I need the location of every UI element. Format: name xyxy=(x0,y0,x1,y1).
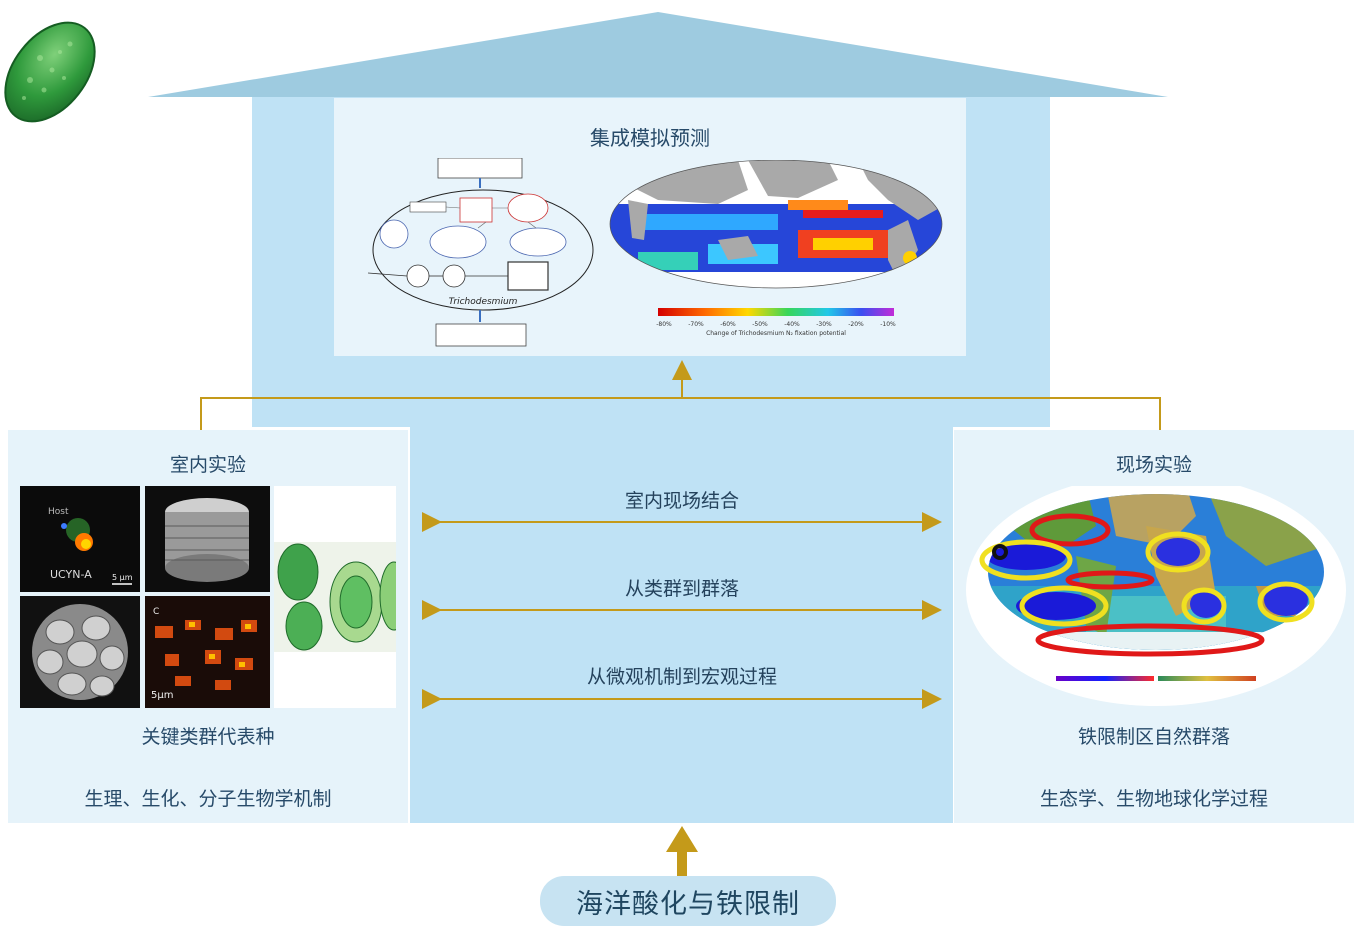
cell-model-label: Trichodesmium xyxy=(449,297,518,307)
middle-item-micro-macro: 从微观机制到宏观过程 xyxy=(586,666,777,688)
panel-c-label: C xyxy=(153,607,159,617)
iron-limited-community-subtitle: 铁限制区自然群落 xyxy=(1077,726,1230,748)
key-taxa-subtitle: 关键类群代表种 xyxy=(141,726,275,748)
colorbar-tick: -40% xyxy=(784,321,800,328)
colorbar-tick: -30% xyxy=(816,321,832,328)
integrated-model-title: 集成模拟预测 xyxy=(590,126,710,150)
colorbar-tick: -10% xyxy=(880,321,896,328)
colorbar-caption: Change of Trichodesmium N₂ fixation pote… xyxy=(706,330,846,337)
trichodesmium-micrograph xyxy=(274,486,396,708)
fluorescence-micrograph: C 5μm xyxy=(145,596,270,708)
middle-item-taxa-community: 从类群到群落 xyxy=(624,578,739,600)
cell-model-diagram: Trichodesmium xyxy=(368,158,594,347)
ocean-acidification-iron-limitation-label: 海洋酸化与铁限制 xyxy=(540,876,836,926)
roof-triangle xyxy=(148,12,1168,97)
iron-limited-regions-map xyxy=(966,486,1346,706)
up-arrow-icon xyxy=(666,826,698,878)
scale-label: 5 μm xyxy=(112,573,133,582)
lab-mechanism-text: 生理、生化、分子生物学机制 xyxy=(84,788,332,810)
ucyn-a-micrograph: Host UCYN-A 5 μm xyxy=(20,486,140,592)
colorbar-tick: -20% xyxy=(848,321,864,328)
field-experiment-title: 现场实验 xyxy=(1115,454,1192,476)
field-process-text: 生态学、生物地球化学过程 xyxy=(1039,788,1268,810)
global-nitrogen-fixation-map: -80% -70% -60% -50% -40% -30% -20% -10% … xyxy=(609,160,943,337)
diatom-sem-image xyxy=(145,486,270,592)
ucyn-a-label: UCYN-A xyxy=(50,568,92,581)
middle-column xyxy=(410,427,953,823)
cell-decoration-icon xyxy=(4,21,96,123)
middle-item-lab-field: 室内现场结合 xyxy=(624,490,739,512)
scale-bar-label: 5μm xyxy=(151,690,173,701)
colorbar-tick: -60% xyxy=(720,321,736,328)
colorbar-tick: -80% xyxy=(656,321,672,328)
host-label: Host xyxy=(48,507,69,517)
colorbar-ticks: -80% -70% -60% -50% -40% -30% -20% -10% xyxy=(656,321,896,328)
lab-experiment-title: 室内实验 xyxy=(169,454,246,476)
coccolithophore-sem-image xyxy=(20,596,140,708)
colorbar-tick: -70% xyxy=(688,321,704,328)
colorbar-tick: -50% xyxy=(752,321,768,328)
